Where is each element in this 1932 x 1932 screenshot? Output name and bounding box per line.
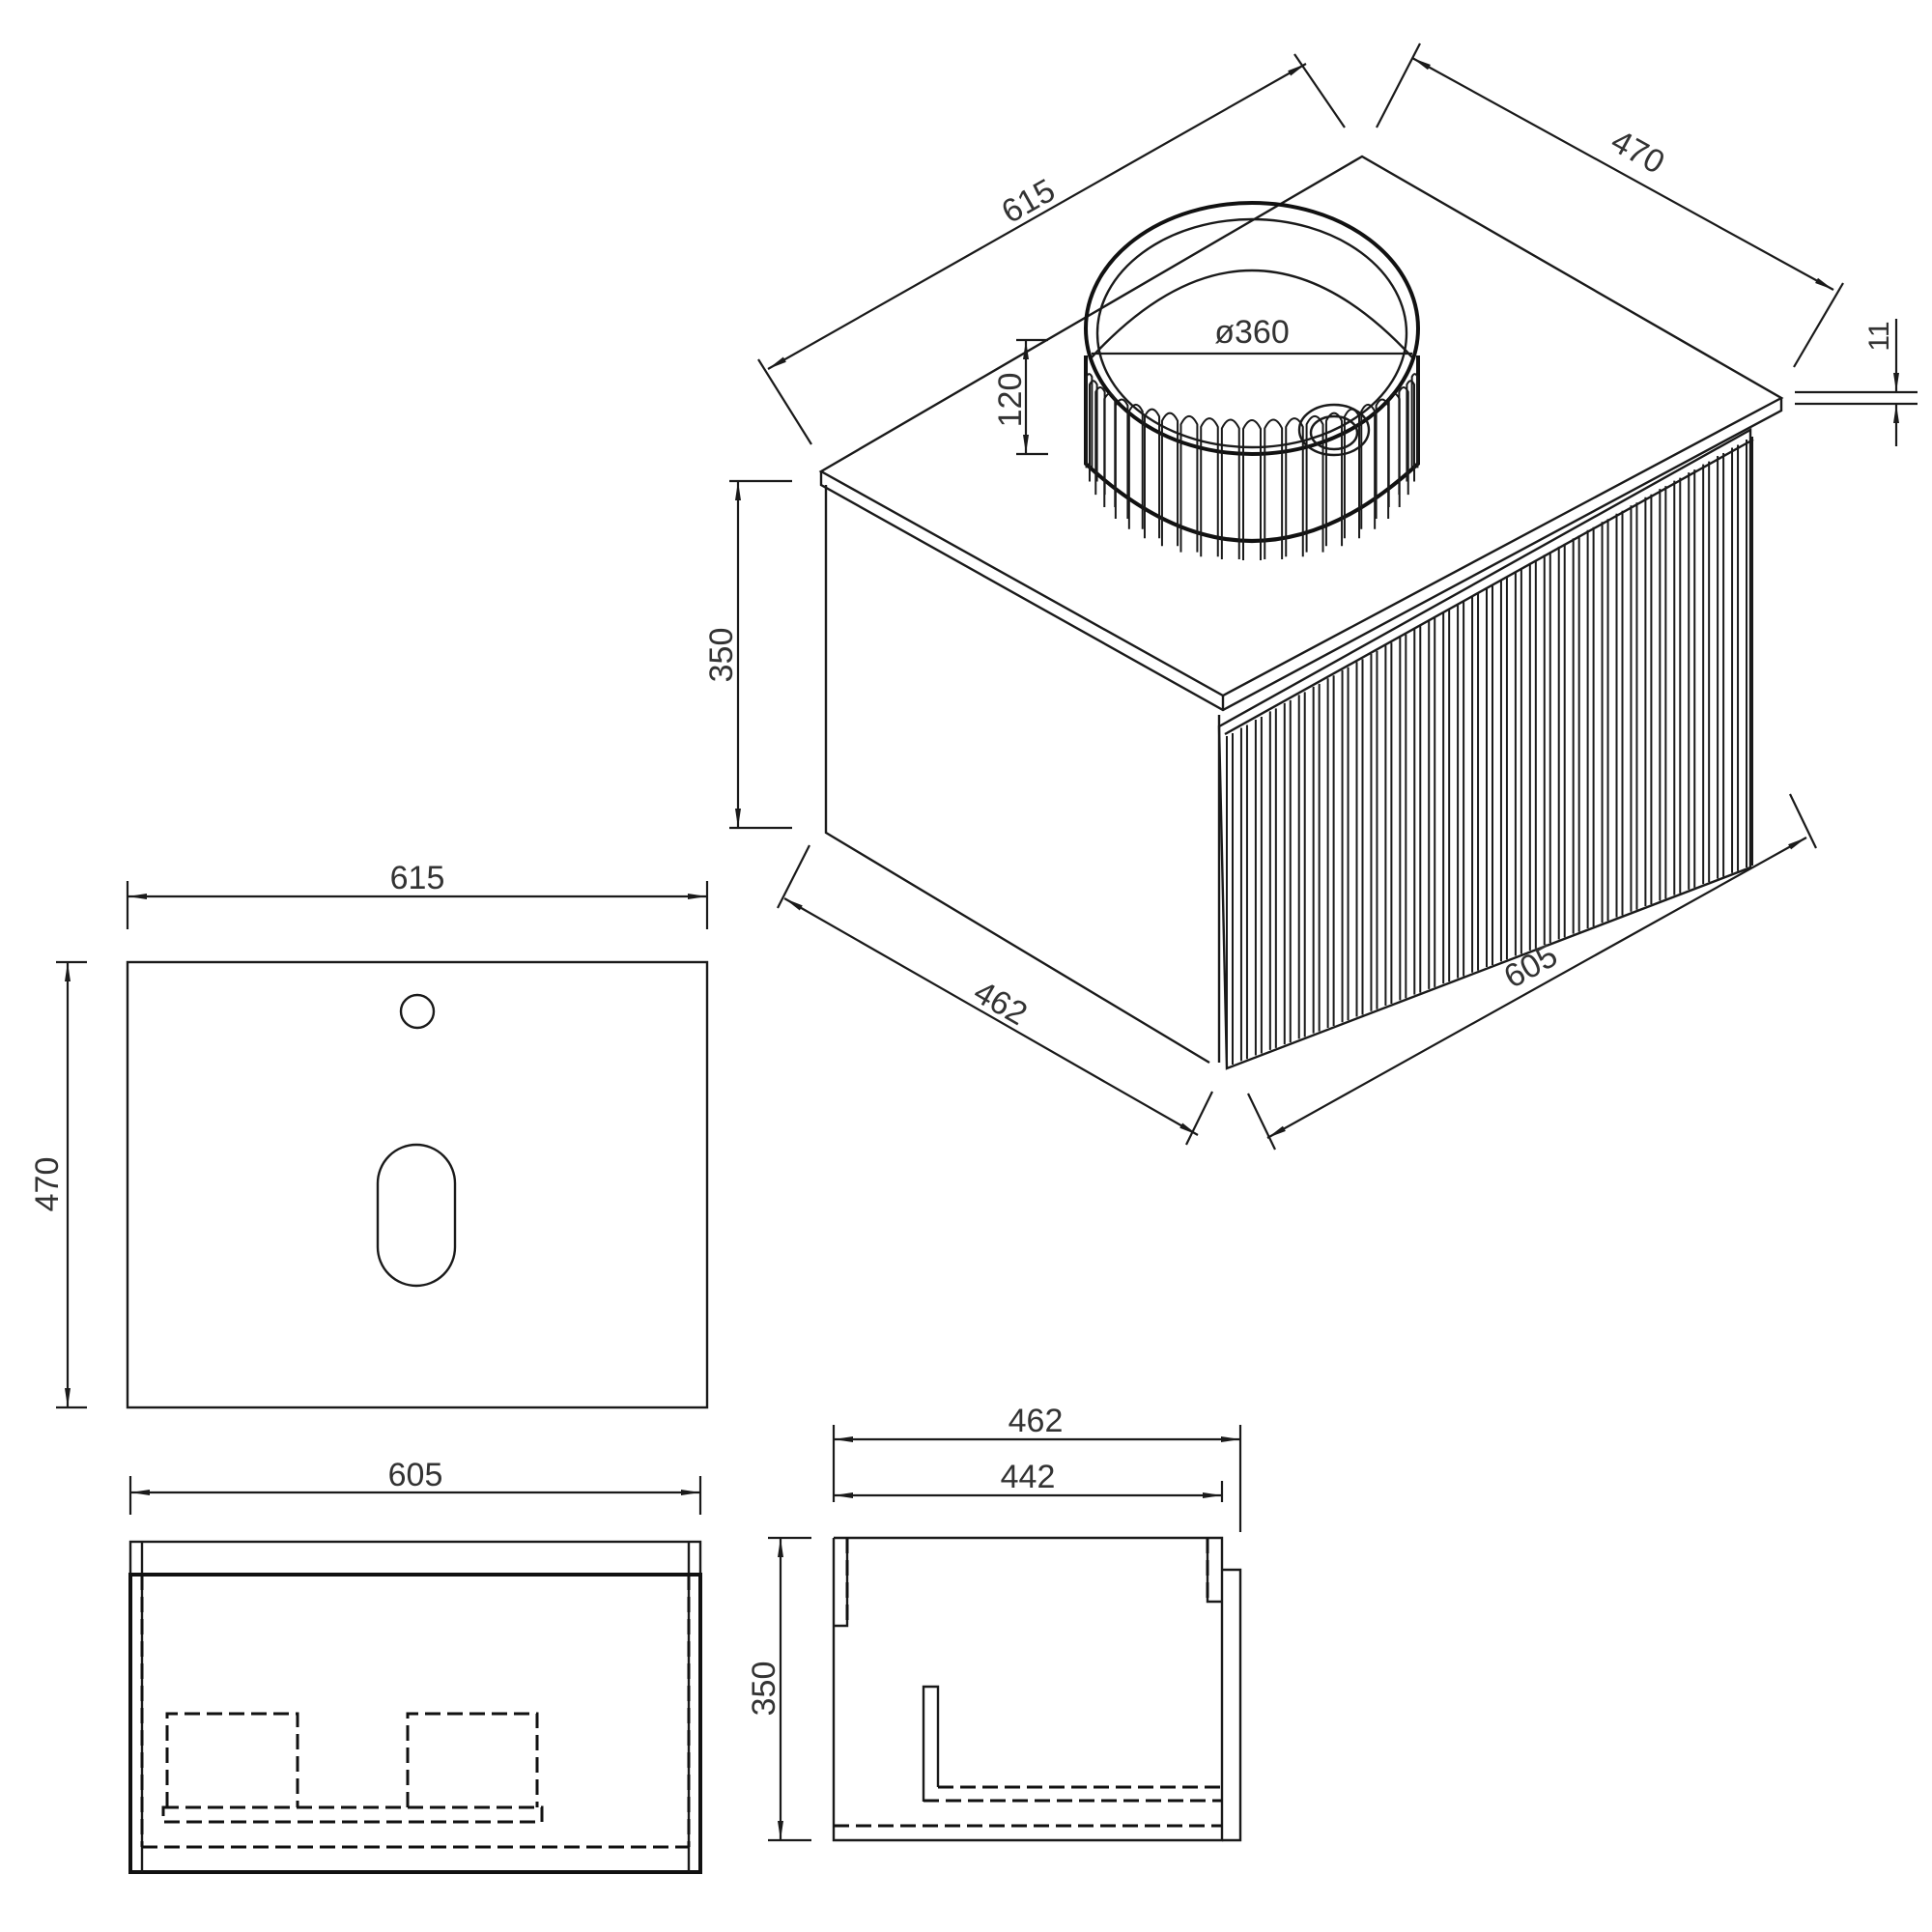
isometric-view: ø360 615 470 120 11 [703, 43, 1918, 1151]
dim-label-462-side: 462 [1009, 1403, 1064, 1439]
dim-label-615-plan: 615 [390, 860, 445, 896]
dim-label-462-iso: 462 [967, 974, 1033, 1033]
dim-label-350-side: 350 [746, 1662, 782, 1717]
dim-label-11: 11 [1863, 321, 1895, 351]
basin-diameter-label: ø360 [1214, 314, 1290, 351]
front-elevation: 605 [128, 1457, 702, 1874]
dim-label-605-front: 605 [388, 1457, 443, 1493]
dim-front-width: 605 [128, 1457, 702, 1515]
countertop-outline [126, 960, 709, 1409]
top-plan-view: 615 470 [29, 860, 709, 1409]
dim-label-350-iso: 350 [703, 628, 740, 683]
tap-hole [399, 993, 436, 1030]
hidden-drawer-base [161, 1805, 544, 1824]
dim-label-470-iso: 470 [1605, 123, 1670, 182]
dim-label-442-side: 442 [1001, 1459, 1056, 1495]
dim-label-615-iso: 615 [996, 172, 1062, 231]
cabinet-side-panel [824, 485, 1221, 1065]
hidden-drawer-left [165, 1712, 299, 1807]
dim-cabinet-depth-iso: 462 [777, 844, 1213, 1146]
dim-side-overall-depth: 462 [832, 1403, 1242, 1532]
vessel-basin: ø360 [1084, 201, 1420, 560]
dim-label-120: 120 [992, 373, 1029, 428]
dim-plan-width: 615 [126, 860, 709, 929]
side-elevation: 462 442 350 [746, 1403, 1242, 1842]
dim-side-inner-depth: 442 [834, 1459, 1224, 1502]
dim-cabinet-height-iso: 350 [703, 479, 792, 830]
dim-plan-depth: 470 [29, 960, 87, 1409]
basin-waste [1297, 403, 1371, 457]
dim-top-thickness: 11 [1795, 319, 1918, 446]
dim-basin-height: 120 [992, 338, 1048, 456]
dim-side-height: 350 [746, 1536, 811, 1842]
hidden-drawer-right [406, 1712, 539, 1807]
waste-slot [376, 1143, 457, 1288]
dim-top-width-iso: 615 [757, 53, 1346, 445]
dim-label-470-plan: 470 [29, 1157, 66, 1212]
fluted-drawer-front [1217, 427, 1754, 1070]
